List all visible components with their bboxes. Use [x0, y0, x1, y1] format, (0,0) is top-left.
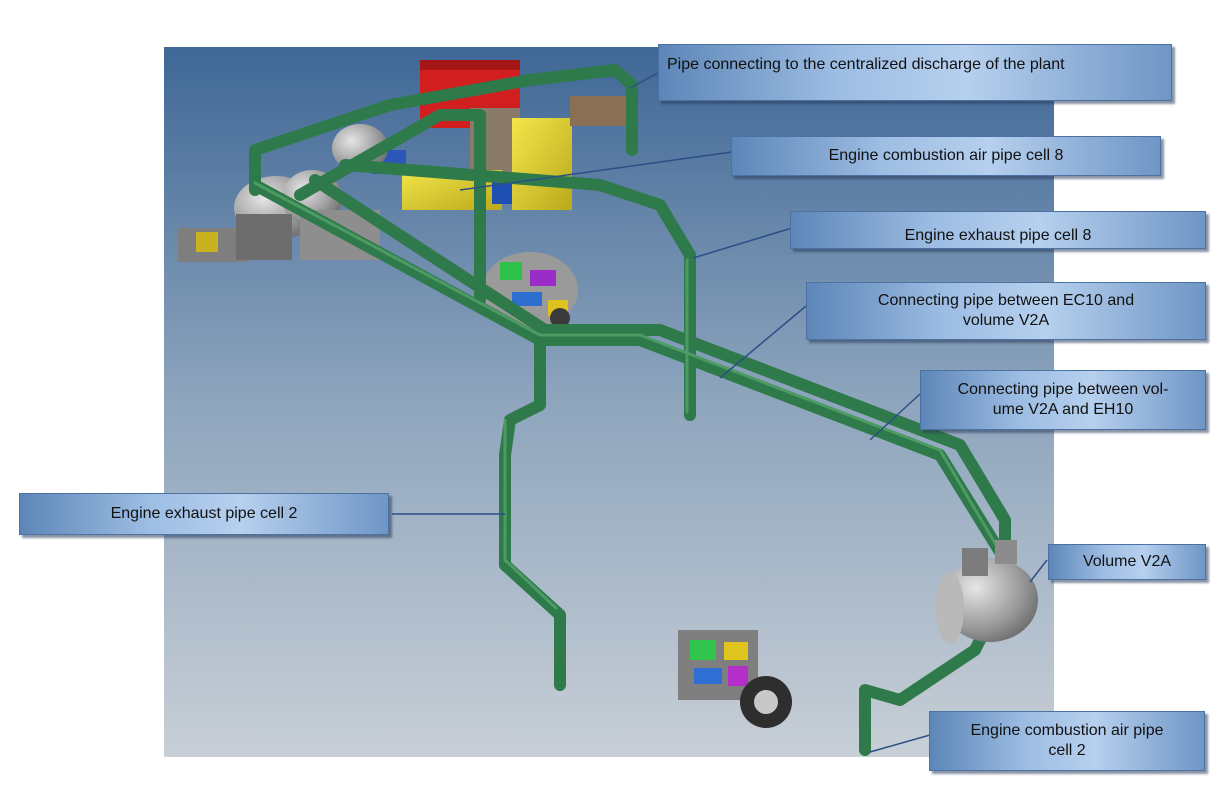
volume-v2a-tank — [936, 540, 1038, 644]
callout-label: Pipe connecting to the centralized disch… — [667, 56, 1065, 73]
callout-exhaust-cell-2: Engine exhaust pipe cell 2 — [19, 493, 389, 535]
callout-label: Engine exhaust pipe cell 2 — [110, 505, 298, 522]
engine-cell-2 — [678, 630, 792, 728]
callout-label: Engine exhaust pipe cell 8 — [904, 227, 1092, 244]
callout-v2a-eh10: Connecting pipe between vol- ume V2A and… — [920, 370, 1206, 430]
pipe-network — [249, 64, 1011, 756]
callout-label: Engine combustion air pipe cell 8 — [828, 147, 1064, 164]
callout-label: Engine combustion air pipe cell 2 — [970, 722, 1164, 759]
callout-label: Volume V2A — [1082, 553, 1172, 570]
callout-label: Connecting pipe between EC10 and volume … — [877, 292, 1135, 329]
callout-centralized-discharge: Pipe connecting to the centralized disch… — [658, 44, 1172, 101]
callout-label: Connecting pipe between vol- ume V2A and… — [957, 381, 1169, 418]
callout-combustion-air-cell-8: Engine combustion air pipe cell 8 — [731, 136, 1161, 176]
callout-volume-v2a: Volume V2A — [1048, 544, 1206, 580]
callout-exhaust-cell-8: Engine exhaust pipe cell 8 — [790, 211, 1206, 249]
leader-lines — [392, 71, 1048, 753]
callout-combustion-air-cell-2: Engine combustion air pipe cell 2 — [929, 711, 1205, 771]
callout-ec10-v2a: Connecting pipe between EC10 and volume … — [806, 282, 1206, 340]
